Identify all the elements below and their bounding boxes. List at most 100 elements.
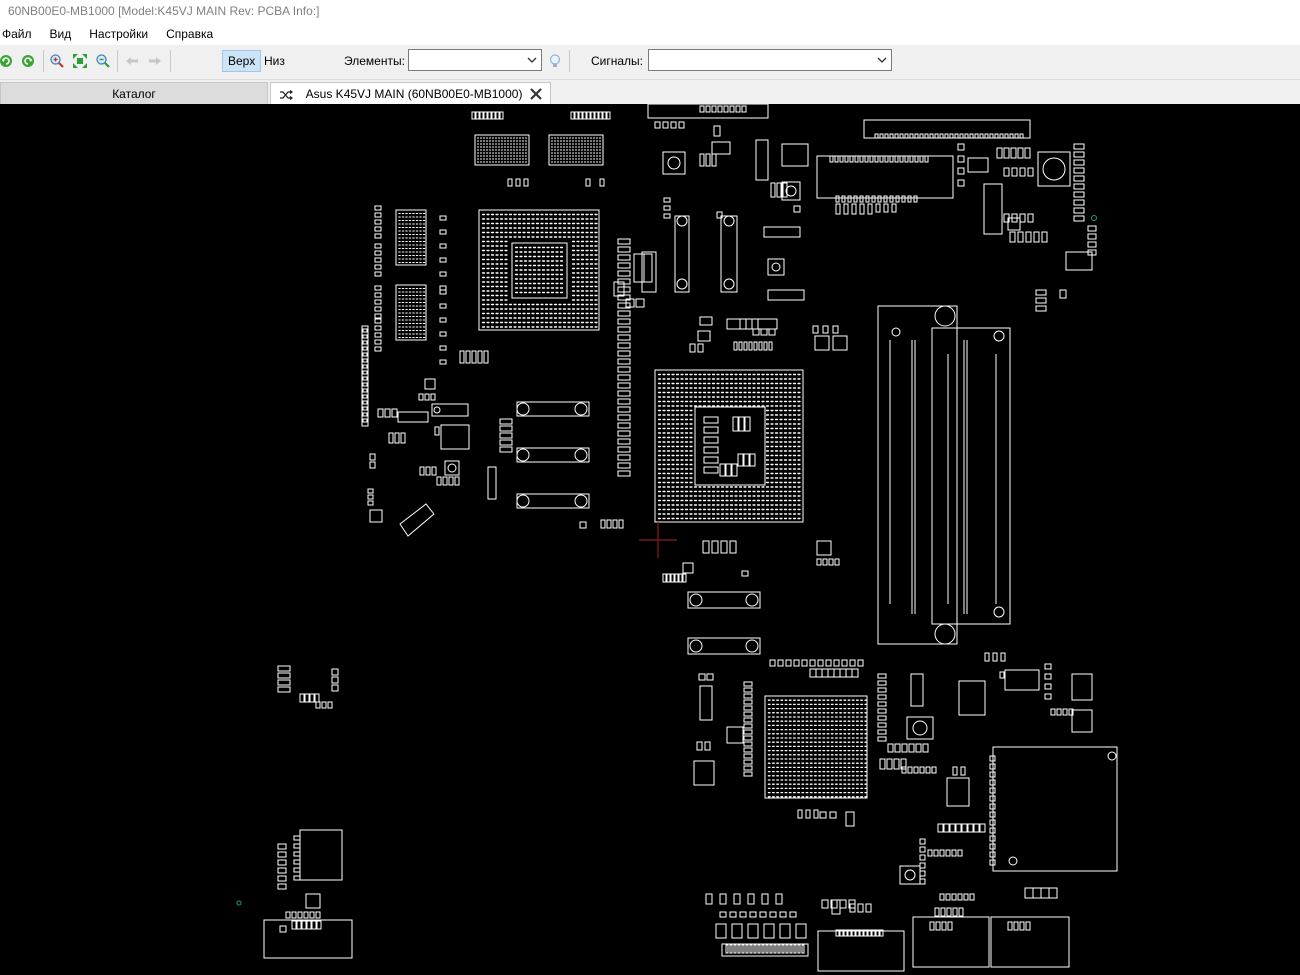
pad [277, 665, 291, 672]
pad [989, 771, 996, 778]
pad [957, 849, 963, 857]
menu-bar: Файл Вид Настройки Справка [0, 23, 1300, 45]
pad [989, 755, 996, 762]
pad [1024, 147, 1031, 159]
pad [711, 153, 717, 167]
pad [907, 195, 912, 203]
pad [934, 907, 940, 917]
signals-combo[interactable] [648, 49, 892, 71]
capacitor [641, 251, 657, 293]
pad [859, 155, 864, 163]
redo-green-icon[interactable] [18, 51, 38, 71]
pad [940, 907, 946, 917]
elements-combo[interactable] [408, 49, 542, 71]
pad [835, 195, 840, 203]
pad [758, 341, 763, 351]
component-outline [613, 281, 625, 297]
pad [374, 318, 382, 324]
menu-help[interactable]: Справка [166, 27, 214, 41]
pad [719, 463, 726, 477]
pad [439, 215, 447, 221]
pad [949, 823, 956, 833]
pad [989, 763, 996, 770]
pad [1073, 167, 1085, 174]
pad [1017, 231, 1024, 243]
tab-board[interactable]: Asus K45VJ MAIN (60NB00E0-MB1000) [270, 82, 551, 104]
pad [843, 203, 849, 215]
mounting-hole [785, 185, 797, 197]
pad [874, 133, 879, 139]
pad [879, 758, 886, 770]
component-outline [781, 181, 801, 201]
top-side-toggle[interactable]: Верх [222, 50, 262, 72]
pad [781, 944, 785, 954]
ic-chip [1037, 151, 1071, 187]
top-connector [647, 104, 769, 119]
pad [293, 835, 301, 841]
menu-file[interactable]: Файл [2, 27, 32, 41]
tab-catalog[interactable]: Каталог [0, 82, 268, 104]
pad [299, 693, 305, 703]
pad [952, 766, 958, 776]
pad [999, 133, 1004, 139]
pad [989, 835, 996, 842]
pad [869, 155, 874, 163]
pad [1073, 183, 1085, 190]
pad [719, 911, 727, 918]
pad [291, 911, 297, 919]
lightbulb-icon[interactable] [545, 51, 565, 71]
pad [934, 133, 939, 139]
pad [889, 195, 894, 203]
pad [779, 923, 791, 939]
zoom-in-icon[interactable] [47, 51, 67, 71]
pad [851, 668, 859, 678]
component-outline [1071, 709, 1093, 733]
pch-caps [743, 735, 753, 741]
pad [875, 203, 881, 213]
pad [927, 849, 933, 857]
pad [924, 155, 929, 163]
memory-pads [578, 111, 583, 120]
pad [877, 687, 887, 693]
pad [768, 328, 776, 336]
pad [633, 253, 645, 283]
memory-pads [606, 111, 611, 120]
pad [374, 332, 382, 338]
pad [425, 466, 431, 476]
decoupling-caps [617, 374, 631, 381]
pad [698, 673, 706, 681]
memory-pads [499, 111, 504, 120]
pad [785, 944, 789, 954]
zoom-out-icon[interactable] [93, 51, 113, 71]
fit-view-icon[interactable] [70, 51, 90, 71]
pad [960, 766, 966, 776]
close-icon[interactable] [530, 88, 542, 100]
pad [884, 133, 889, 139]
menu-settings[interactable]: Настройки [89, 27, 149, 41]
pad [961, 823, 968, 833]
bottom-side-toggle[interactable]: Низ [264, 54, 285, 68]
pcb-board-view[interactable] [0, 104, 1300, 975]
component-outline [832, 335, 848, 351]
pad [782, 182, 788, 198]
component-outline [906, 716, 934, 740]
back-arrow-icon[interactable] [122, 51, 142, 71]
pad [849, 903, 856, 913]
pad [994, 133, 999, 139]
pad [606, 519, 612, 529]
component-outline [713, 125, 721, 137]
pad [699, 105, 705, 113]
refresh-green-icon[interactable] [0, 51, 16, 71]
pad [367, 494, 374, 500]
pad [729, 105, 735, 113]
menu-view[interactable]: Вид [49, 27, 72, 41]
pad [277, 851, 287, 858]
forward-arrow-icon[interactable] [145, 51, 165, 71]
test-point [912, 720, 928, 736]
pad [439, 345, 447, 351]
pad [859, 203, 865, 215]
pad [747, 893, 755, 905]
pad [499, 439, 513, 446]
mounting-hole [676, 215, 688, 227]
pad [763, 341, 768, 351]
